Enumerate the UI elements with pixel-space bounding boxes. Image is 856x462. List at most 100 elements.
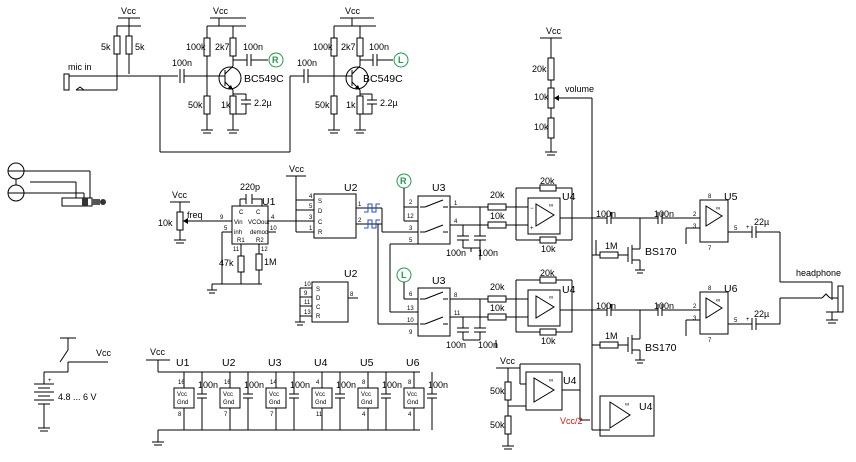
svg-text:11: 11	[454, 311, 461, 317]
svg-text:U4: U4	[562, 191, 576, 203]
svg-text:5k: 5k	[101, 42, 111, 52]
svg-text:4: 4	[309, 194, 313, 200]
svg-text:10: 10	[304, 282, 311, 288]
svg-text:R1: R1	[237, 238, 245, 244]
svg-text:1M: 1M	[605, 241, 618, 251]
svg-text:R: R	[318, 230, 323, 236]
resistor-5k-b	[125, 35, 133, 55]
svg-text:3: 3	[309, 215, 313, 221]
svg-text:2k7: 2k7	[215, 42, 230, 52]
pin-bottom: 8	[178, 412, 182, 418]
svg-text:47k: 47k	[219, 258, 234, 268]
svg-text:2: 2	[693, 304, 697, 310]
svg-text:1: 1	[454, 201, 458, 207]
svg-text:−: −	[530, 206, 534, 212]
gnd-label: Gnd	[223, 400, 234, 406]
svg-text:11: 11	[304, 300, 311, 306]
vco-u1: Vcc freq 10k 9 220p U1 C C Vin VCOout in…	[158, 182, 306, 294]
flipflop-u2-b: U2 S D C R 10 9 11 13 8	[295, 268, 358, 326]
svg-text:∞: ∞	[716, 298, 720, 304]
svg-text:2: 2	[693, 212, 697, 218]
opamp-u4-b: 20k 10k U4 ∞ 20k 10k	[480, 268, 600, 346]
supply-part-label: U1	[176, 357, 190, 369]
pin-top: 16	[178, 380, 185, 386]
supply-part-label: U2	[222, 357, 236, 369]
svg-text:Vcc: Vcc	[223, 392, 233, 398]
supply-rail: Vcc U1VccGnd168100nU2VccGnd167100nU3VccG…	[146, 347, 448, 446]
svg-text:volume: volume	[565, 84, 594, 94]
svg-text:50k: 50k	[315, 100, 330, 110]
svg-text:S: S	[316, 287, 320, 293]
svg-text:BS170: BS170	[645, 246, 677, 258]
svg-text:freq: freq	[187, 210, 203, 220]
svg-text:inh: inh	[234, 230, 242, 236]
svg-text:VCOout: VCOout	[248, 220, 270, 226]
svg-text:L: L	[398, 55, 404, 65]
vcc-half-generator: Vcc 50k 50k U4 ∞ Vcc/2	[479, 248, 590, 450]
preamp-stage-r: Vcc 5k 5k mic in 100n Vcc 100k 50k	[63, 6, 291, 153]
svg-text:4: 4	[271, 215, 275, 221]
svg-text:U4: U4	[562, 284, 576, 296]
svg-text:4: 4	[454, 219, 458, 225]
svg-text:3: 3	[693, 224, 697, 230]
svg-text:2.2µ: 2.2µ	[254, 98, 272, 108]
cap-label: 100n	[198, 380, 218, 390]
switch-u3-l: L U3 6 13 10 9 8 11 100n 100n	[377, 224, 498, 350]
svg-text:20k: 20k	[490, 282, 505, 292]
pin-top: 14	[270, 380, 277, 386]
svg-text:8: 8	[350, 292, 354, 298]
svg-text:100n: 100n	[446, 340, 466, 350]
svg-text:demod: demod	[250, 230, 268, 236]
svg-text:2k7: 2k7	[341, 42, 356, 52]
svg-text:D: D	[318, 209, 323, 215]
svg-text:C: C	[239, 210, 244, 216]
resistor-50k	[203, 95, 211, 115]
svg-text:headphone: headphone	[796, 268, 841, 278]
svg-text:1k: 1k	[221, 100, 231, 110]
svg-text:Vcc: Vcc	[177, 392, 187, 398]
opamp-u4-d: U4 ∞	[592, 395, 655, 437]
svg-text:Vcc: Vcc	[407, 392, 417, 398]
pin-top: 8	[408, 380, 412, 386]
svg-text:9: 9	[220, 215, 224, 221]
svg-text:L: L	[401, 270, 407, 280]
svg-text:Vcc: Vcc	[96, 348, 112, 358]
svg-text:10k: 10k	[534, 92, 549, 102]
svg-text:Vcc: Vcc	[172, 190, 188, 200]
resistor-2k7	[229, 37, 237, 57]
gnd-label: Gnd	[361, 400, 372, 406]
cap-label: 100n	[336, 380, 356, 390]
svg-text:20k: 20k	[490, 190, 505, 200]
svg-text:Vcc: Vcc	[213, 6, 229, 16]
svg-text:U3: U3	[432, 182, 446, 194]
svg-text:R2: R2	[256, 238, 264, 244]
svg-text:8: 8	[454, 293, 458, 299]
svg-text:100n: 100n	[478, 248, 498, 258]
svg-text:U4: U4	[563, 375, 577, 387]
pin-bottom: 11	[316, 412, 323, 418]
svg-text:22µ: 22µ	[754, 309, 769, 319]
pin-top: 16	[224, 380, 231, 386]
svg-text:13: 13	[407, 306, 414, 312]
svg-text:1M: 1M	[605, 331, 618, 341]
svg-text:100n: 100n	[596, 301, 616, 311]
svg-text:+: +	[746, 317, 750, 323]
svg-text:5: 5	[224, 226, 228, 232]
svg-text:Vcc: Vcc	[345, 6, 361, 16]
svg-text:10k: 10k	[541, 244, 556, 254]
svg-text:100n: 100n	[297, 58, 317, 68]
svg-text:U2: U2	[344, 268, 358, 280]
svg-text:+: +	[530, 226, 534, 232]
svg-text:100k: 100k	[313, 42, 333, 52]
svg-text:∞: ∞	[549, 203, 553, 209]
svg-text:Vcc: Vcc	[269, 392, 279, 398]
supply-part-label: U4	[314, 357, 328, 369]
resistor-1k	[229, 95, 237, 115]
svg-text:9: 9	[304, 291, 308, 297]
svg-text:4.8 ... 6 V: 4.8 ... 6 V	[58, 392, 97, 402]
pin-bottom: 7	[270, 412, 274, 418]
svg-text:R: R	[272, 55, 279, 65]
svg-text:20k: 20k	[540, 176, 555, 186]
svg-text:100n: 100n	[172, 58, 192, 68]
svg-text:U3: U3	[432, 275, 446, 287]
